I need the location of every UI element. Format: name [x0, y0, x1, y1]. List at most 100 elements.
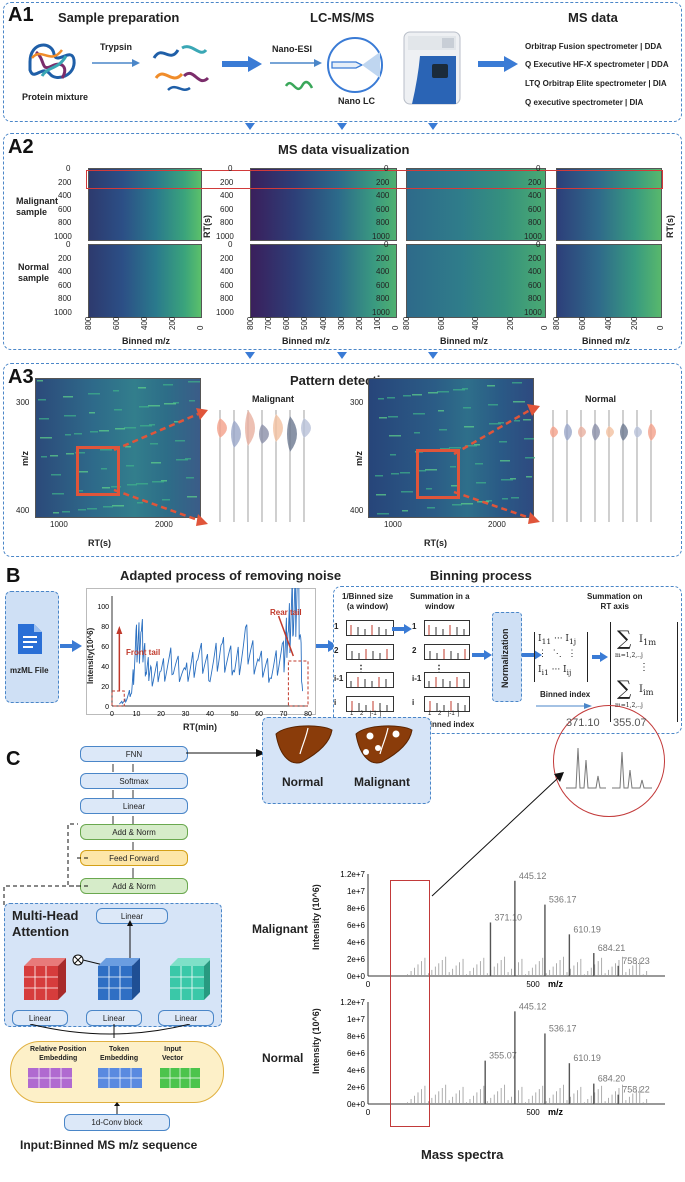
mha-linear-v: Linear: [158, 1010, 214, 1026]
add-norm-top-block: Add & Norm: [80, 824, 188, 840]
bin-ellipsis: ⋮: [356, 664, 366, 675]
bins-arrows: [392, 624, 412, 634]
spectra-peak-label: 445.12: [519, 1001, 547, 1011]
a2-ytick: 1000: [524, 231, 542, 241]
spectra-peak-label: 371.10: [494, 912, 522, 922]
bin-row-label: i: [334, 698, 337, 707]
a2-ytick: 400: [220, 267, 234, 276]
b-arrows-3: [472, 650, 542, 660]
zoom-label-371: 371.10: [566, 717, 600, 729]
spectra-peak-label: 684.20: [598, 1074, 626, 1084]
a2-ytick: 0: [66, 240, 71, 249]
spectra-ytick: 4e+6: [347, 938, 366, 947]
softmax-block: Softmax: [80, 773, 188, 789]
protein-mixture-icon: [28, 43, 76, 79]
a3-ytick-400-l: 400: [16, 506, 30, 515]
a2-ytick: 200: [220, 253, 234, 263]
a2-ytick: 200: [528, 253, 542, 263]
instrument-4: Q executive spectrometer | DIA: [525, 98, 644, 107]
a2-ytick: 200: [58, 253, 72, 263]
liver-malignant-label: Malignant: [354, 775, 410, 789]
a2-xtick: 600: [578, 316, 587, 330]
spectra-ytick: 1e+7: [347, 887, 366, 896]
a3-malignant-label: Malignant: [252, 394, 294, 404]
a2-ytick: 400: [528, 191, 542, 200]
b-xtick: 20: [157, 711, 165, 718]
spectra-ytick: 2e+6: [347, 955, 366, 964]
a2-xtick: 200: [354, 316, 364, 330]
bin-index-tick: j: [458, 711, 460, 717]
spectra-peak-label: 536.17: [549, 895, 577, 905]
a2-ytick: 200: [376, 253, 390, 263]
a2-ytick: 600: [58, 204, 72, 214]
a2-xlabel-1: Binned m/z: [122, 336, 171, 346]
bin-row: [424, 672, 470, 688]
spectra-ytick: 6e+6: [347, 921, 366, 930]
a3-roi-malignant: [76, 446, 120, 496]
a2-ytick: 600: [220, 280, 234, 290]
a3-xlabel-r: RT(s): [424, 538, 447, 548]
b-xlabel: RT(min): [183, 722, 217, 732]
bin-index-tick: 1: [428, 711, 432, 717]
summation-window-label: Summation in a window: [410, 592, 470, 611]
b-title-left: Adapted process of removing noise: [120, 568, 342, 583]
zoom-circle: [553, 705, 665, 817]
big-arrow-2-icon: [478, 56, 518, 72]
bin-row-label: 2: [412, 646, 417, 655]
a2-ytick: 600: [58, 280, 72, 290]
a2-ytick: 800: [376, 294, 390, 303]
a2-ytick: 600: [528, 280, 542, 290]
peptide-squiggle-icon: [284, 80, 314, 91]
bin-row-label: i-1: [412, 674, 422, 683]
b-xtick: 60: [255, 711, 263, 718]
a2-ytick: 600: [220, 204, 234, 214]
input-title: Input:Binned MS m/z sequence: [20, 1138, 198, 1152]
instrument-2: Q Executive HF-X spectrometer | DDA: [525, 60, 669, 69]
a2-xtick: 0: [196, 325, 205, 330]
a2-heatmap-malignant: [556, 168, 662, 241]
spectra-ytick: 4e+6: [347, 1066, 366, 1075]
a2-xtick: 800: [84, 316, 93, 330]
b-ytick: 60: [101, 644, 109, 651]
a2-ytick: 200: [58, 177, 72, 187]
a2-xtick: 400: [318, 316, 328, 330]
a2-xtick: 500: [300, 316, 310, 330]
lcms-title: LC-MS/MS: [310, 10, 375, 25]
a3-normal-label: Normal: [585, 394, 617, 404]
zoom-peaks: [566, 747, 652, 789]
liver-malignant-icon: [355, 725, 413, 764]
spectra-peak-label: 536.17: [549, 1023, 577, 1033]
a3-violin-normal: [550, 410, 656, 522]
a3-roi-normal: [416, 449, 460, 499]
a2-ytick: 0: [536, 164, 541, 173]
linear-top-block: Linear: [80, 798, 188, 814]
bin-row: [346, 696, 394, 712]
bin-row-label: 2: [334, 646, 339, 655]
sample-prep-title: Sample preparation: [58, 10, 180, 25]
a2-ytick: 1000: [524, 307, 542, 317]
instrument-3: LTQ Orbitrap Elite spectrometer | DIA: [525, 79, 667, 88]
matrix-right: ∑ I1m m=1,2,..j ⋮ ∑ Iim m=1,2,..j: [610, 622, 678, 722]
b-xtick: 50: [231, 711, 239, 718]
mass-spectra-title: Mass spectra: [421, 1147, 504, 1162]
zoom-label-355: 355.07: [613, 717, 647, 729]
spectra-ytick: 1e+7: [347, 1015, 366, 1024]
a2-ytick: 400: [58, 267, 72, 276]
spectra-ytick: 6e+6: [347, 1049, 366, 1058]
b-ytick: 40: [101, 664, 109, 671]
bin-index-label: Binned index: [424, 720, 475, 729]
bin-index-tick: 1: [350, 711, 354, 717]
a2-heatmap-normal: [250, 244, 397, 318]
spectra-peak-label: 445.12: [519, 871, 547, 881]
a2-ytick: 600: [376, 280, 390, 290]
spectra-highlight-box: [390, 880, 430, 1127]
mha-title: Multi-Head Attention: [12, 908, 79, 939]
a3-xtick-2000-l: 2000: [155, 520, 173, 529]
b-ytick: 100: [97, 604, 109, 611]
a2-ytick: 600: [376, 204, 390, 214]
spectra-ytick: 2e+6: [347, 1083, 366, 1092]
big-arrow-1-icon: [222, 56, 262, 72]
spectra-row-normal: Normal: [262, 1051, 304, 1065]
a2-xlabel-2: Binned m/z: [282, 336, 331, 346]
spectra-xtick: 0: [366, 1108, 371, 1117]
